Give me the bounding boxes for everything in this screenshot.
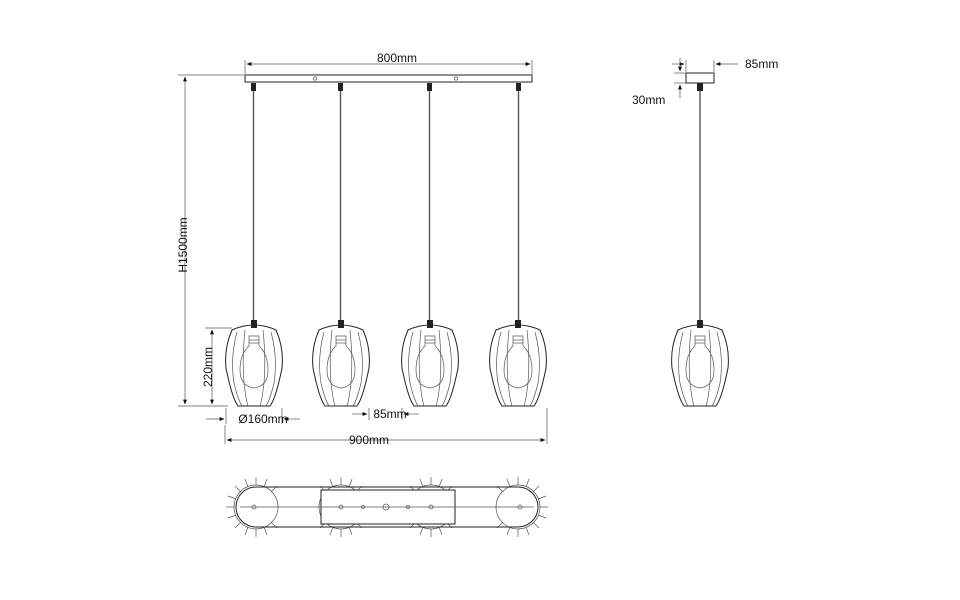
canopy-thickness-label: 30mm (632, 93, 665, 107)
front-view: 800mm H1500mm 220mm Ø160mm 85mm 900mm (176, 51, 548, 447)
canopy-depth-label: 85mm (745, 57, 778, 71)
side-shade (671, 319, 729, 407)
shade-height-label: 220mm (201, 347, 215, 387)
top-outline (235, 486, 539, 528)
shade-2 (312, 319, 370, 407)
canopy-width-label: 800mm (377, 51, 417, 65)
side-view: 85mm 30mm (632, 57, 778, 407)
total-height-label: H1500mm (176, 217, 190, 272)
shade-diameter-label: Ø160mm (238, 412, 287, 426)
shade-3 (401, 319, 459, 407)
shade-4 (489, 319, 547, 407)
shade-1 (225, 319, 283, 407)
side-canopy (685, 72, 715, 84)
shade-spacing-label: 85mm (373, 407, 406, 421)
canopy-bar (244, 74, 533, 83)
pendant-cords (251, 83, 521, 320)
top-view (226, 477, 548, 537)
total-width-label: 900mm (349, 433, 389, 447)
